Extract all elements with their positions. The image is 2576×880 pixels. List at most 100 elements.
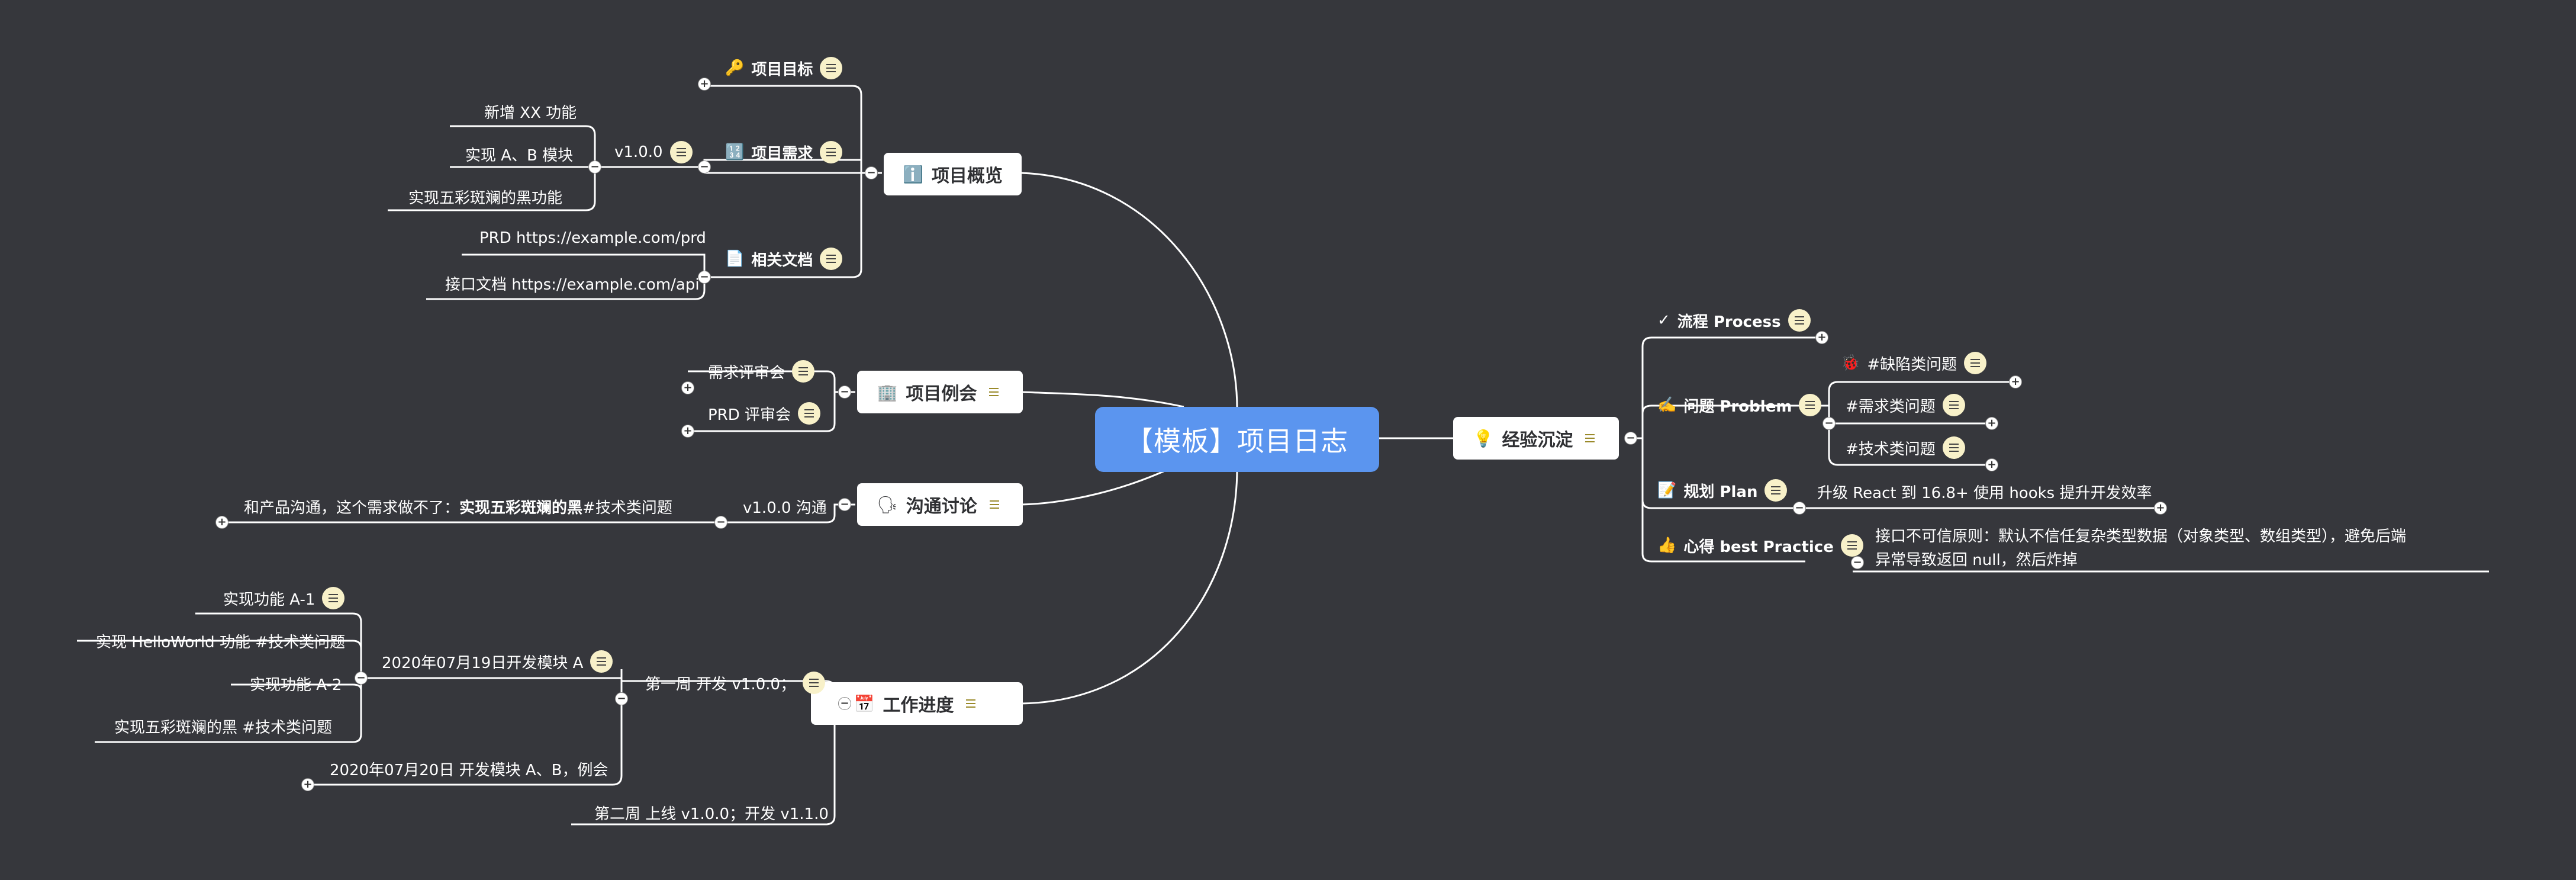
subtopic-label: 相关文档: [751, 251, 813, 269]
progress-week2[interactable]: 第二周 上线 v1.0.0；开发 v1.1.0: [594, 805, 829, 823]
bug-icon: 🐞: [1841, 354, 1860, 372]
notes-icon[interactable]: [322, 587, 345, 609]
notes-icon[interactable]: [798, 402, 821, 425]
subtopic-label: 规划 Plan: [1683, 483, 1758, 501]
expand-toggle[interactable]: +: [215, 516, 228, 529]
detail-prefix: 和产品沟通，这个需求做不了：: [244, 499, 460, 517]
expand-toggle[interactable]: +: [698, 78, 711, 91]
requirements-version[interactable]: v1.0.0: [614, 141, 693, 163]
collapse-toggle[interactable]: −: [698, 271, 711, 284]
collapse-toggle[interactable]: −: [588, 160, 601, 174]
notes-icon[interactable]: [1788, 309, 1811, 332]
discuss-detail[interactable]: 和产品沟通，这个需求做不了： 实现五彩斑斓的黑 #技术类问题: [244, 496, 672, 518]
meeting-item[interactable]: 需求评审会: [708, 360, 815, 383]
memo-icon: 📝: [1657, 481, 1677, 499]
collapse-toggle[interactable]: −: [355, 672, 368, 685]
building-icon: 🏢: [877, 382, 898, 402]
notes-icon[interactable]: [792, 360, 815, 383]
thumbs-up-icon: 👍: [1657, 537, 1677, 554]
requirement-item[interactable]: 实现 A、B 模块: [465, 147, 574, 165]
notes-icon[interactable]: [669, 141, 693, 163]
item-label: 第一周 开发 v1.0.0；: [645, 675, 796, 693]
topic-work-progress[interactable]: 📅 工作进度: [811, 682, 1023, 725]
collapse-toggle[interactable]: −: [838, 697, 851, 710]
subtopic-process[interactable]: ✓ 流程 Process: [1657, 309, 1811, 332]
progress-week1[interactable]: 第一周 开发 v1.0.0；: [645, 672, 826, 694]
practice-detail-line2[interactable]: 异常导致返回 null，然后炸掉: [1875, 551, 2078, 569]
expand-toggle[interactable]: +: [681, 381, 694, 394]
day1-item[interactable]: 实现五彩斑斓的黑 #技术类问题: [114, 719, 333, 737]
expand-toggle[interactable]: +: [2009, 375, 2022, 388]
problem-category[interactable]: #需求类问题: [1846, 394, 1965, 416]
subtopic-project-requirements[interactable]: 🔢 项目需求: [725, 141, 843, 163]
notes-icon[interactable]: [1581, 429, 1599, 447]
notes-icon[interactable]: [1764, 479, 1788, 502]
subtopic-problem[interactable]: ✍️ 问题 Problem: [1657, 394, 1822, 416]
notes-icon[interactable]: [1799, 394, 1822, 416]
notes-icon[interactable]: [820, 141, 843, 163]
item-label: #需求类问题: [1846, 397, 1936, 416]
collapse-toggle[interactable]: −: [865, 166, 878, 179]
subtopic-label: 问题 Problem: [1683, 397, 1792, 416]
root-topic[interactable]: 【模板】项目日志: [1095, 407, 1379, 472]
collapse-toggle[interactable]: −: [714, 516, 727, 529]
document-icon: 📄: [725, 250, 745, 268]
expand-toggle[interactable]: +: [1985, 417, 1998, 430]
day1-item[interactable]: 实现功能 A-2: [250, 676, 342, 694]
notes-icon[interactable]: [820, 57, 843, 79]
item-label: 需求评审会: [708, 364, 785, 382]
progress-day1[interactable]: 2020年07月19日开发模块 A: [382, 650, 613, 673]
progress-day2[interactable]: 2020年07月20日 开发模块 A、B，例会: [330, 762, 608, 779]
problem-category[interactable]: 🐞 #缺陷类问题: [1841, 352, 1987, 374]
writing-hand-icon: ✍️: [1657, 396, 1677, 414]
collapse-toggle[interactable]: −: [698, 160, 711, 174]
collapse-toggle[interactable]: −: [615, 692, 628, 705]
expand-toggle[interactable]: +: [1985, 458, 1998, 471]
expand-toggle[interactable]: +: [1815, 331, 1828, 344]
subtopic-related-docs[interactable]: 📄 相关文档: [725, 248, 843, 270]
notes-icon[interactable]: [985, 496, 1003, 513]
expand-toggle[interactable]: +: [2154, 502, 2167, 515]
speaking-head-icon: 🗣: [877, 494, 898, 515]
doc-link-api[interactable]: 接口文档 https://example.com/api: [445, 276, 700, 294]
subtopic-practice[interactable]: 👍 心得 best Practice: [1657, 534, 1863, 557]
notes-icon[interactable]: [1840, 534, 1863, 557]
collapse-toggle[interactable]: −: [838, 386, 851, 399]
requirement-item[interactable]: 新增 XX 功能: [484, 104, 577, 122]
subtopic-project-goal[interactable]: 🔑 项目目标: [725, 57, 843, 79]
topic-project-meeting[interactable]: 🏢 项目例会: [857, 371, 1023, 413]
version-label: v1.0.0: [614, 143, 663, 161]
topic-project-overview[interactable]: ℹ️ 项目概览: [884, 153, 1022, 195]
expand-toggle[interactable]: +: [681, 425, 694, 438]
notes-icon[interactable]: [1964, 352, 1987, 374]
day1-item[interactable]: 实现 HelloWorld 功能 #技术类问题: [96, 634, 345, 651]
practice-detail-line1[interactable]: 接口不可信原则：默认不信任复杂类型数据（对象类型、数组类型），避免后端: [1875, 528, 2407, 545]
notes-icon[interactable]: [590, 650, 613, 673]
requirement-item[interactable]: 实现五彩斑斓的黑功能: [408, 190, 563, 207]
notes-icon[interactable]: [985, 383, 1003, 401]
topic-label: 经验沉淀: [1502, 430, 1573, 451]
notes-icon[interactable]: [1942, 436, 1965, 459]
collapse-toggle[interactable]: −: [1851, 556, 1864, 569]
notes-icon[interactable]: [803, 672, 826, 694]
collapse-toggle[interactable]: −: [1822, 417, 1836, 430]
collapse-toggle[interactable]: −: [1624, 432, 1637, 445]
collapse-toggle[interactable]: −: [1793, 502, 1806, 515]
discuss-version[interactable]: v1.0.0 沟通: [743, 499, 827, 517]
subtopic-plan[interactable]: 📝 规划 Plan: [1657, 479, 1788, 502]
day1-item[interactable]: 实现功能 A-1: [223, 587, 345, 609]
expand-toggle[interactable]: +: [301, 778, 314, 791]
collapse-toggle[interactable]: −: [838, 498, 851, 511]
notes-icon[interactable]: [1942, 394, 1965, 416]
notes-icon[interactable]: [962, 695, 980, 712]
meeting-item[interactable]: PRD 评审会: [708, 402, 821, 425]
plan-detail[interactable]: 升级 React 到 16.8+ 使用 hooks 提升开发效率: [1817, 484, 2152, 502]
topic-communication[interactable]: 🗣 沟通讨论: [857, 483, 1023, 526]
topic-experience[interactable]: 💡 经验沉淀: [1453, 417, 1619, 460]
item-label: 实现功能 A-1: [223, 590, 315, 609]
topic-label: 项目概览: [931, 166, 1003, 187]
item-label: 2020年07月19日开发模块 A: [382, 654, 584, 672]
notes-icon[interactable]: [820, 248, 843, 270]
doc-link-prd[interactable]: PRD https://example.com/prd: [479, 229, 706, 247]
problem-category[interactable]: #技术类问题: [1846, 436, 1965, 459]
